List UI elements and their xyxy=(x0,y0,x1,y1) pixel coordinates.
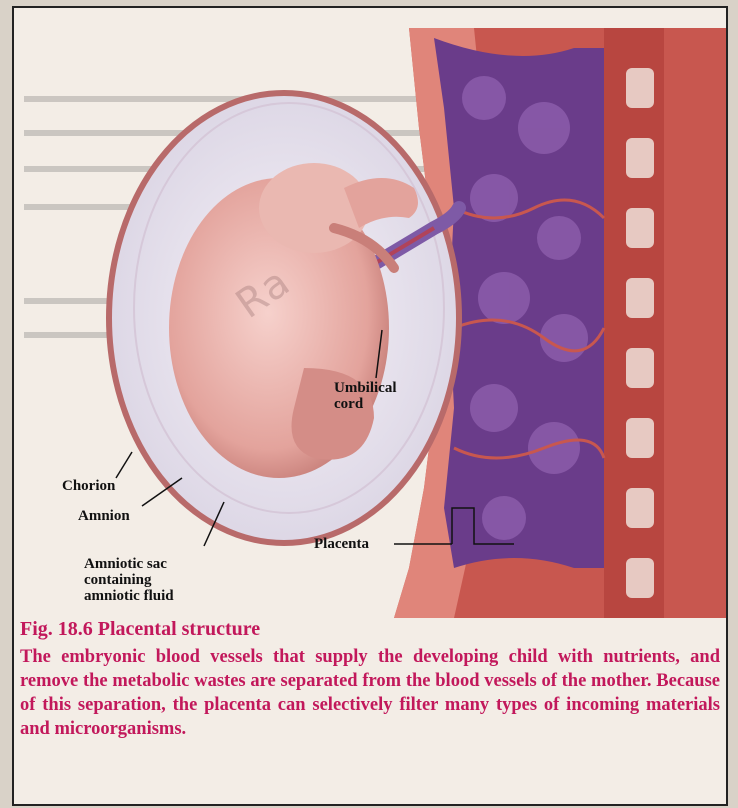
label-umbilical-cord: Umbilical cord xyxy=(334,380,397,412)
placenta-illustration xyxy=(14,8,726,618)
figure-frame: Ra Umbilical cord Chorion Amnion Placent… xyxy=(12,6,728,806)
label-placenta: Placenta xyxy=(314,536,369,552)
caption-title: Fig. 18.6 Placental structure xyxy=(20,618,720,641)
label-amniotic-sac: Amniotic sac containing amniotic fluid xyxy=(84,556,174,604)
label-amnion: Amnion xyxy=(78,508,130,524)
figure-caption: Fig. 18.6 Placental structure The embryo… xyxy=(20,618,720,741)
label-chorion: Chorion xyxy=(62,478,115,494)
caption-body: The embryonic blood vessels that supply … xyxy=(20,645,720,741)
